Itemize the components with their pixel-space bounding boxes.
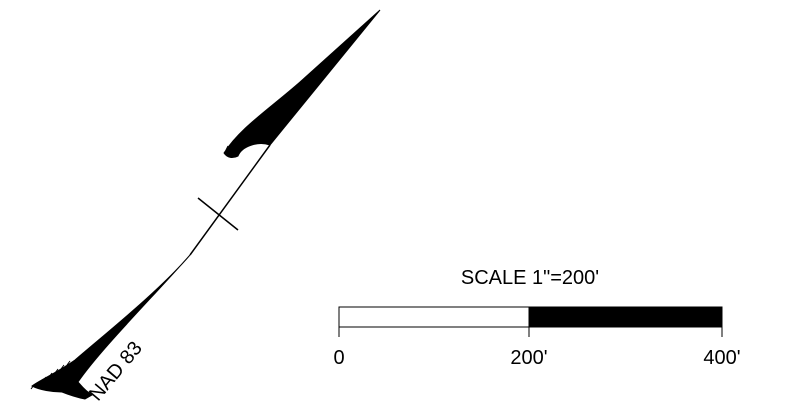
north-arrow-shaft xyxy=(189,144,271,256)
scale-label-0: 0 xyxy=(333,347,344,369)
scale-label-400: 400' xyxy=(703,347,740,369)
scale-label-200: 200' xyxy=(510,347,547,369)
north-arrow-cross-tick xyxy=(197,197,239,231)
scale-title: SCALE 1"=200' xyxy=(461,267,599,289)
scale-bar: SCALE 1"=200' 0 200' 400' xyxy=(333,267,740,369)
north-arrow-icon: NAD 83 xyxy=(30,9,381,405)
north-arrow-upper-fringe xyxy=(225,112,271,151)
north-arrow-lower-barb xyxy=(31,254,191,400)
scale-segment-black xyxy=(528,306,723,328)
north-arrow-lower-fringe xyxy=(30,360,71,390)
scale-segment-white xyxy=(338,306,530,328)
north-arrow-upper-barb xyxy=(223,9,381,159)
